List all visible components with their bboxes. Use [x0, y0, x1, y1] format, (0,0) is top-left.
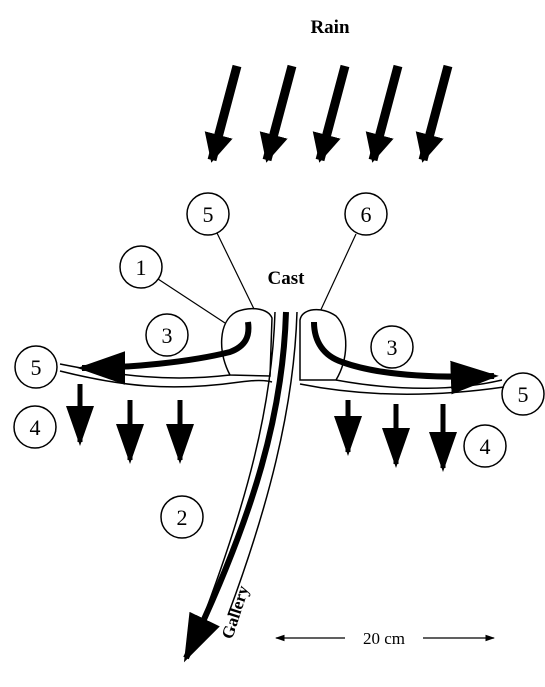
leader-line-5-top: [217, 233, 254, 309]
callout-number-4-left: 4: [30, 415, 41, 440]
callout-number-2: 2: [177, 505, 188, 530]
callout-number-5-top: 5: [203, 202, 214, 227]
rain-arrows: [212, 66, 448, 160]
callout-number-5-left: 5: [31, 355, 42, 380]
callout-number-3-right: 3: [387, 335, 398, 360]
gallery-label: Gallery: [218, 583, 253, 641]
rain-arrow-5: [423, 66, 448, 160]
scale-bar: 20 cm: [276, 629, 494, 648]
soil-surface-right-upper: [336, 380, 502, 388]
leader-line-6: [318, 234, 356, 316]
callout-number-5-right: 5: [518, 382, 529, 407]
rain-arrow-4: [373, 66, 398, 160]
callout-number-3-left: 3: [162, 323, 173, 348]
rain-arrow-1: [212, 66, 237, 160]
callout-number-6: 6: [361, 202, 372, 227]
rain-label: Rain: [310, 17, 350, 38]
callout-number-1: 1: [136, 255, 147, 280]
rain-arrow-2: [267, 66, 292, 160]
cast-label: Cast: [268, 268, 306, 289]
rain-arrow-3: [320, 66, 345, 160]
scale-bar-label: 20 cm: [363, 629, 405, 648]
callout-number-4-right: 4: [480, 434, 491, 459]
